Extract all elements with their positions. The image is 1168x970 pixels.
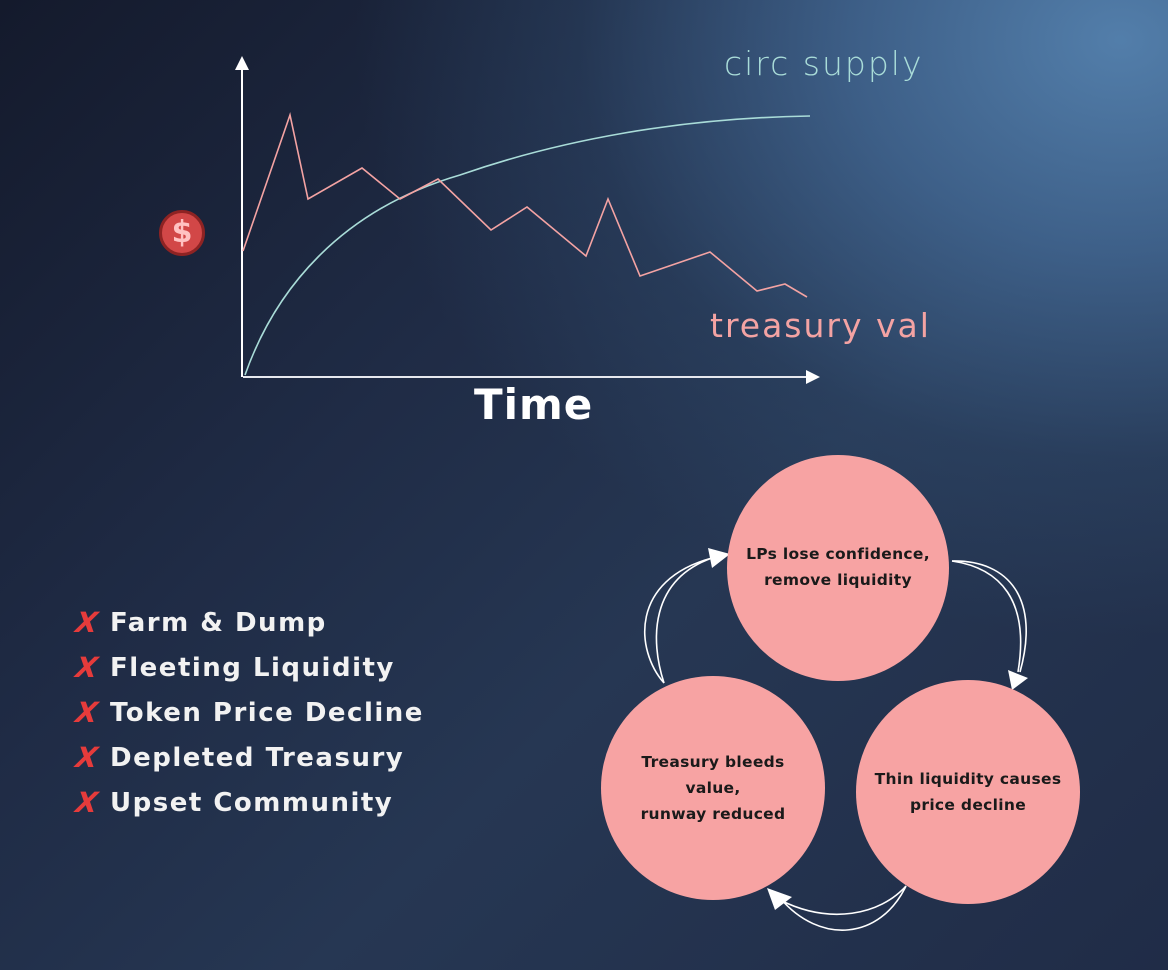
- problem-item: X Token Price Decline: [73, 690, 424, 735]
- y-axis: [235, 56, 249, 377]
- treasury-val-line: [242, 112, 808, 298]
- treasury-val-label: treasury val: [710, 306, 931, 345]
- arrowhead-icon: [708, 548, 730, 568]
- x-axis-arrow-icon: [806, 370, 820, 384]
- problem-label: Token Price Decline: [110, 697, 424, 728]
- arrowhead-icon: [1008, 670, 1028, 690]
- problem-item: X Farm & Dump: [73, 600, 424, 645]
- problem-item: X Depleted Treasury: [73, 735, 424, 780]
- red-x-icon: X: [73, 696, 102, 729]
- problem-item: X Upset Community: [73, 780, 424, 825]
- red-x-icon: X: [73, 741, 102, 774]
- node-line: Thin liquidity causes: [874, 770, 1062, 788]
- problem-item: X Fleeting Liquidity: [73, 645, 424, 690]
- cycle-arrow-right-to-left: [767, 885, 907, 931]
- problem-label: Upset Community: [110, 787, 394, 818]
- problem-label: Depleted Treasury: [110, 742, 405, 773]
- cycle-node-treasury-bleeds: Treasury bleeds value, runway reduced: [601, 676, 825, 900]
- node-line: LPs lose confidence,: [746, 545, 930, 563]
- cycle-arrow-top-to-right: [951, 560, 1028, 690]
- dollar-coin-icon: $: [159, 210, 205, 256]
- circ-supply-label: circ supply: [724, 44, 924, 83]
- x-axis-label: Time: [474, 380, 594, 429]
- dollar-symbol: $: [171, 215, 193, 250]
- node-line: price decline: [909, 796, 1027, 814]
- node-line: remove liquidity: [764, 571, 912, 589]
- node-line: runway reduced: [640, 805, 786, 823]
- y-axis-arrow-icon: [235, 56, 249, 70]
- circ-supply-line: [244, 115, 811, 376]
- red-x-icon: X: [73, 606, 102, 639]
- red-x-icon: X: [73, 786, 102, 819]
- cycle-node-thin-liquidity: Thin liquidity causes price decline: [856, 680, 1080, 904]
- cycle-arrow-left-to-top: [643, 548, 730, 684]
- problem-label: Fleeting Liquidity: [110, 652, 395, 683]
- red-x-icon: X: [73, 651, 102, 684]
- problem-label: Farm & Dump: [110, 607, 327, 638]
- cycle-node-lps-lose-confidence: LPs lose confidence, remove liquidity: [727, 455, 949, 681]
- problems-list: X Farm & Dump X Fleeting Liquidity X Tok…: [73, 600, 424, 825]
- x-axis: [243, 370, 820, 384]
- arrowhead-icon: [767, 888, 792, 910]
- node-line: Treasury bleeds value,: [641, 753, 785, 797]
